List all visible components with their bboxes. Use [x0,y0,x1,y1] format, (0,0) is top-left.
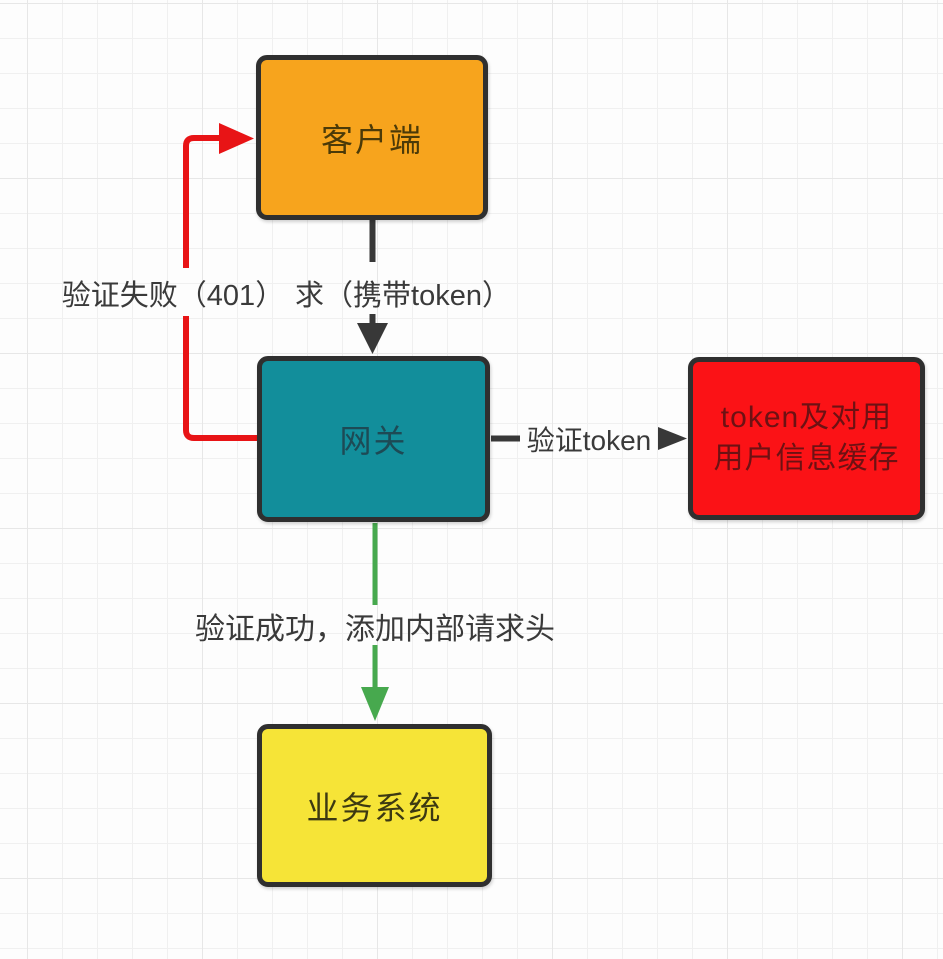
node-business-label: 业务系统 [306,789,443,826]
edge-label-verify-success-add-header: 验证成功，添加内部请求头 [195,613,555,646]
edge-label-verify-failed-401: 验证失败（401） [61,280,285,312]
edge-label-request-with-token: 求（携带token） [295,280,511,312]
node-token-cache-label-line1: token及对用 [720,401,893,434]
node-token-cache: token及对用 用户信息缓存 [688,357,925,520]
arrow-client-to-gateway-arrowhead-icon [357,323,388,354]
node-client-label: 客户端 [320,121,423,158]
node-client: 客户端 [256,55,488,220]
node-business: 业务系统 [257,724,492,887]
node-token-cache-label-line2: 用户信息缓存 [713,441,900,475]
edge-label-verify-token: 验证token [526,425,652,456]
arrow-gateway-to-client-line-upper [183,135,221,268]
arrow-gateway-to-client-arrowhead-icon [219,123,254,154]
arrow-gateway-to-client-line-lower [183,316,257,441]
arrow-gateway-to-business-arrowhead-icon [361,687,389,721]
arrow-gateway-to-cache-arrowhead-icon [658,427,687,450]
node-gateway: 网关 [257,356,490,522]
node-gateway-label: 网关 [339,423,408,459]
